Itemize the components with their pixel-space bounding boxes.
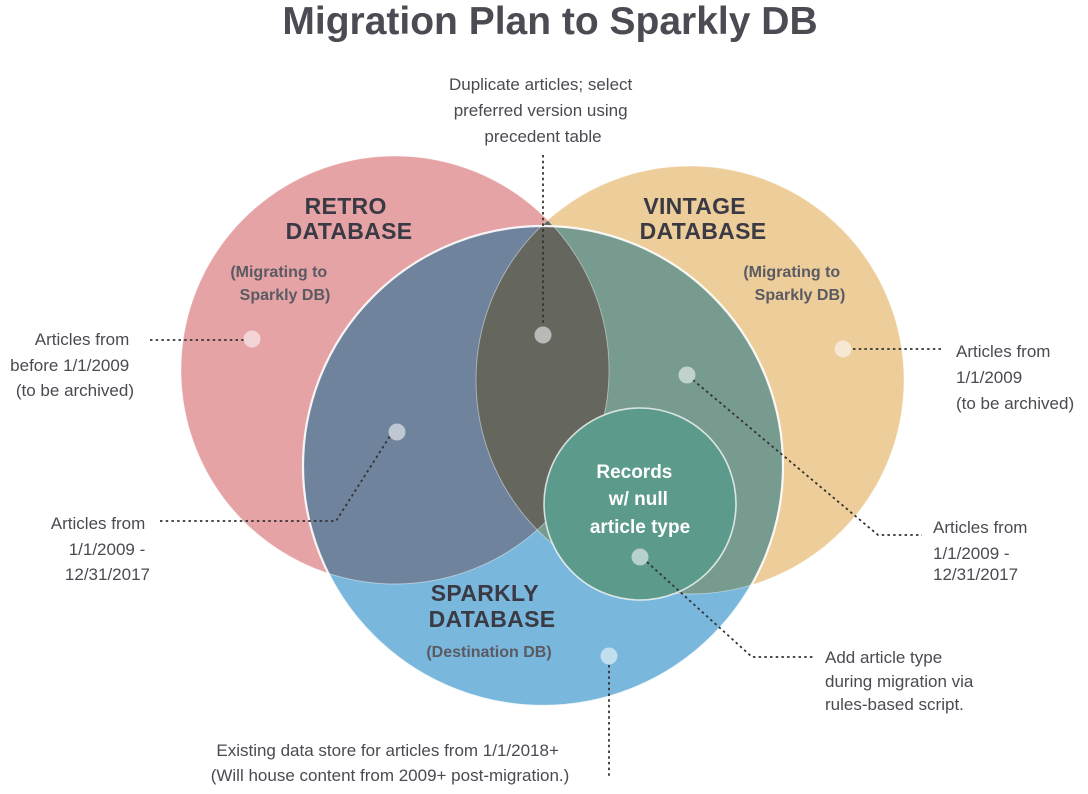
vintage-outline	[475, 165, 905, 595]
vintage-database-subtitle: (Migrating to Sparkly DB)	[743, 264, 845, 304]
vintage-sparkly-marker	[678, 366, 696, 384]
sparkly-outline	[301, 224, 785, 708]
retro-only-annotation: Articles from before 1/1/2009 (to be arc…	[10, 330, 134, 400]
retro-sparkly-leader	[160, 435, 391, 522]
vintage-sparkly-leader	[692, 379, 922, 536]
sparkly-database-subtitle: (Destination DB)	[426, 644, 551, 661]
retro-database-title: RETRO DATABASE	[286, 193, 413, 244]
sparkly-only-annotation: Existing data store for articles from 1/…	[211, 741, 570, 785]
null-type-leader	[646, 561, 815, 658]
null-type-annotation: Add article type during migration via ru…	[825, 648, 978, 714]
vintage-database-title: VINTAGE DATABASE	[640, 193, 767, 244]
sparkly-database-title: SPARKLY DATABASE	[429, 580, 556, 632]
region-markers	[243, 326, 852, 665]
vintage-sparkly-annotation: Articles from 1/1/2009 - 12/31/2017	[933, 518, 1032, 584]
diagram-title: Migration Plan to Sparkly DB	[282, 0, 817, 43]
retro-only-marker	[243, 330, 261, 348]
null-article-type-circle	[543, 407, 737, 601]
duplicates-marker	[534, 326, 552, 344]
vintage-only-annotation: Articles from 1/1/2009 (to be archived)	[956, 342, 1074, 413]
retro-sparkly-marker	[388, 423, 406, 441]
retro-database-subtitle: (Migrating to Sparkly DB)	[230, 264, 331, 304]
retro-sparkly-annotation: Articles from 1/1/2009 - 12/31/2017	[51, 514, 150, 584]
duplicates-annotation: Duplicate articles; select preferred ver…	[449, 75, 637, 146]
sparkly-only-marker	[600, 647, 618, 665]
retro-outline	[180, 155, 610, 585]
null-type-marker	[631, 548, 649, 566]
all-three-overlap	[476, 226, 609, 584]
vintage-only-marker	[834, 340, 852, 358]
null-article-type-label: Records w/ null article type	[590, 462, 690, 538]
leader-lines	[150, 155, 944, 778]
